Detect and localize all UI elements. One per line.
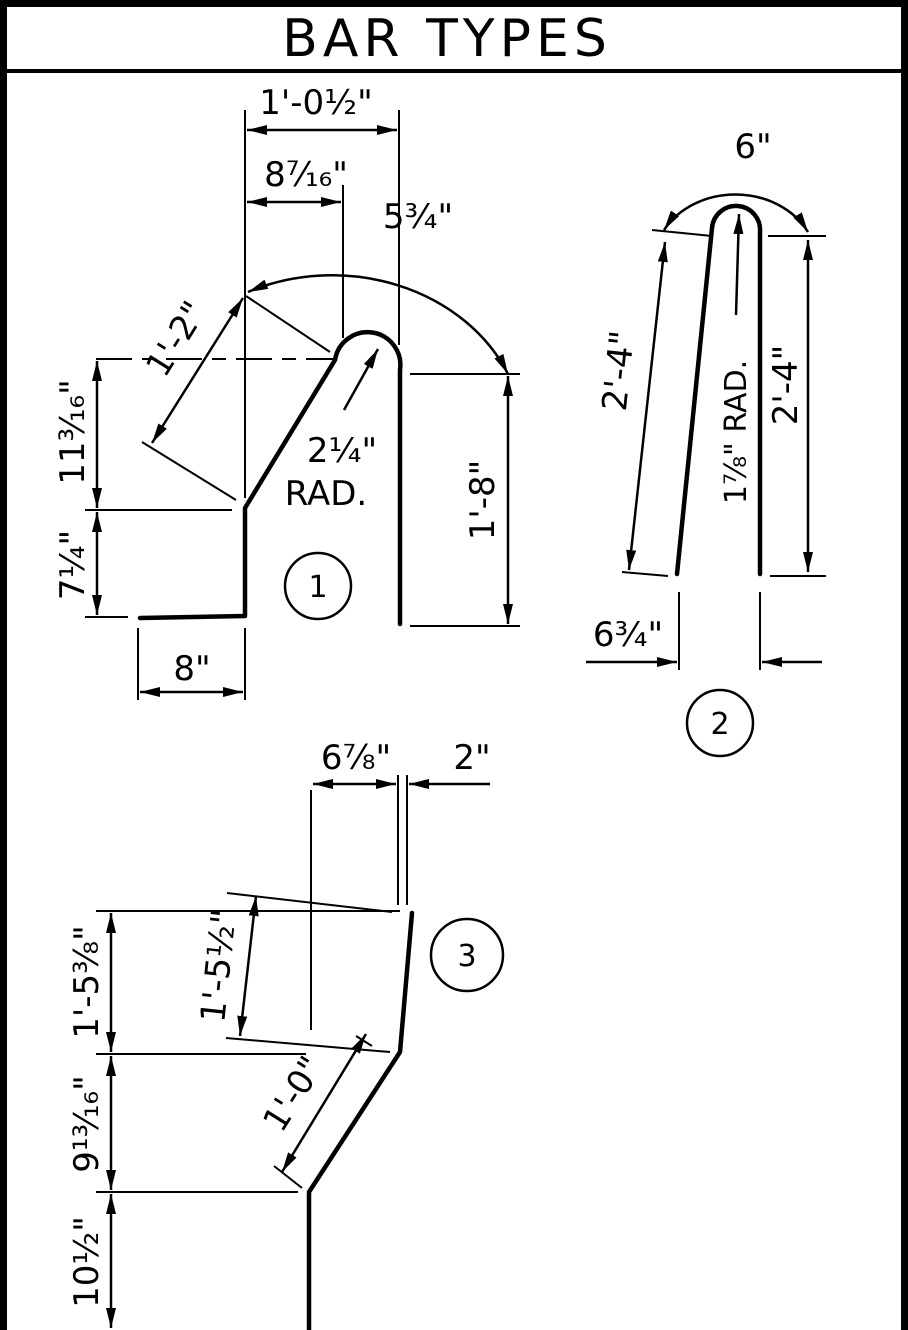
bar-type-1: 1'-0½" 8⁷⁄₁₆" 5¾" 1'-2" 11³⁄₁₆" 7¼" 8" 1… — [53, 83, 520, 700]
bar1-ext-slope-b — [245, 295, 331, 353]
bar2-dim-left-leg-line — [626, 241, 668, 571]
bar1-type-tag-number: 1 — [308, 570, 327, 605]
bar3-ext-slope-bottom — [225, 1037, 391, 1053]
bar3-dim-left-top: 1'-5⅜" — [67, 925, 107, 1038]
bar1-dim-arc: 5¾" — [383, 197, 453, 237]
bar1-dim-top-overall: 1'-0½" — [259, 83, 372, 123]
bar3-dim-slope-lower: 1'-0" — [255, 1049, 332, 1138]
bar3-type-tag — [429, 917, 505, 993]
bar2-radius: 1⅞" RAD. — [719, 360, 754, 504]
bar1-dim-right: 1'-8" — [463, 460, 503, 541]
bar3-dim-left-mid: 9¹³⁄₁₆" — [67, 1075, 107, 1172]
bar2-dim-top-arc: 6" — [734, 127, 771, 167]
bar2-type-tag-number: 2 — [710, 707, 729, 742]
bar1-dim-slope-line — [150, 297, 245, 444]
bar-type-3: 6⅞" 2" 1'-5½" 1'-0" 1'-5⅜" 9¹³⁄₁₆" 10½" … — [67, 738, 505, 1330]
bar1-dim-left-lower: 7¼" — [53, 530, 93, 600]
bar2-ext-top-left — [651, 229, 713, 237]
bar3-dim-slope-lower-line — [280, 1033, 368, 1173]
bar3-dim-slope-upper: 1'-5½" — [193, 907, 245, 1024]
bar2-ext-bottom-left — [621, 571, 669, 577]
bar1-type-tag — [283, 551, 353, 621]
bar1-radius-value: 2¼" — [307, 431, 377, 471]
bar1-dim-top-inner: 8⁷⁄₁₆" — [264, 155, 348, 195]
bar1-dim-left-upper: 11³⁄₁₆" — [53, 379, 93, 484]
bar3-shape — [306, 910, 415, 1330]
bar2-dim-top-arc-line — [662, 193, 810, 233]
bar1-ext-slope-a — [141, 441, 237, 501]
bar2-type-tag — [685, 688, 755, 758]
bar1-dim-bottom: 8" — [173, 649, 210, 689]
bar1-radius-leader — [342, 348, 380, 411]
bar3-dim-top-left: 6⅞" — [321, 738, 391, 778]
bar2-dim-left-leg: 2'-4" — [595, 329, 643, 413]
bar3-ext-slope-top — [226, 892, 393, 913]
bar1-dim-slope: 1'-2" — [138, 294, 215, 383]
bar-type-2: 6" 2'-4" 2'-4" 1⅞" RAD. 6¾" 2 — [586, 127, 826, 758]
title-text: BAR TYPES — [282, 9, 612, 69]
bar3-type-tag-number: 3 — [457, 939, 476, 974]
bar1-dim-arc-line — [247, 274, 510, 375]
bar1-radius-label: RAD. — [285, 474, 368, 514]
bar3-dim-top-right: 2" — [453, 738, 490, 778]
bar3-ext-tick-b — [273, 1165, 303, 1189]
bar2-radius-leader — [733, 213, 744, 316]
bar3-dim-left-bottom: 10½" — [67, 1216, 107, 1308]
bar3-dim-slope-upper-line — [237, 895, 259, 1037]
bar2-dim-right-leg: 2'-4" — [766, 345, 806, 426]
bar2-dim-bottom: 6¾" — [593, 615, 663, 655]
